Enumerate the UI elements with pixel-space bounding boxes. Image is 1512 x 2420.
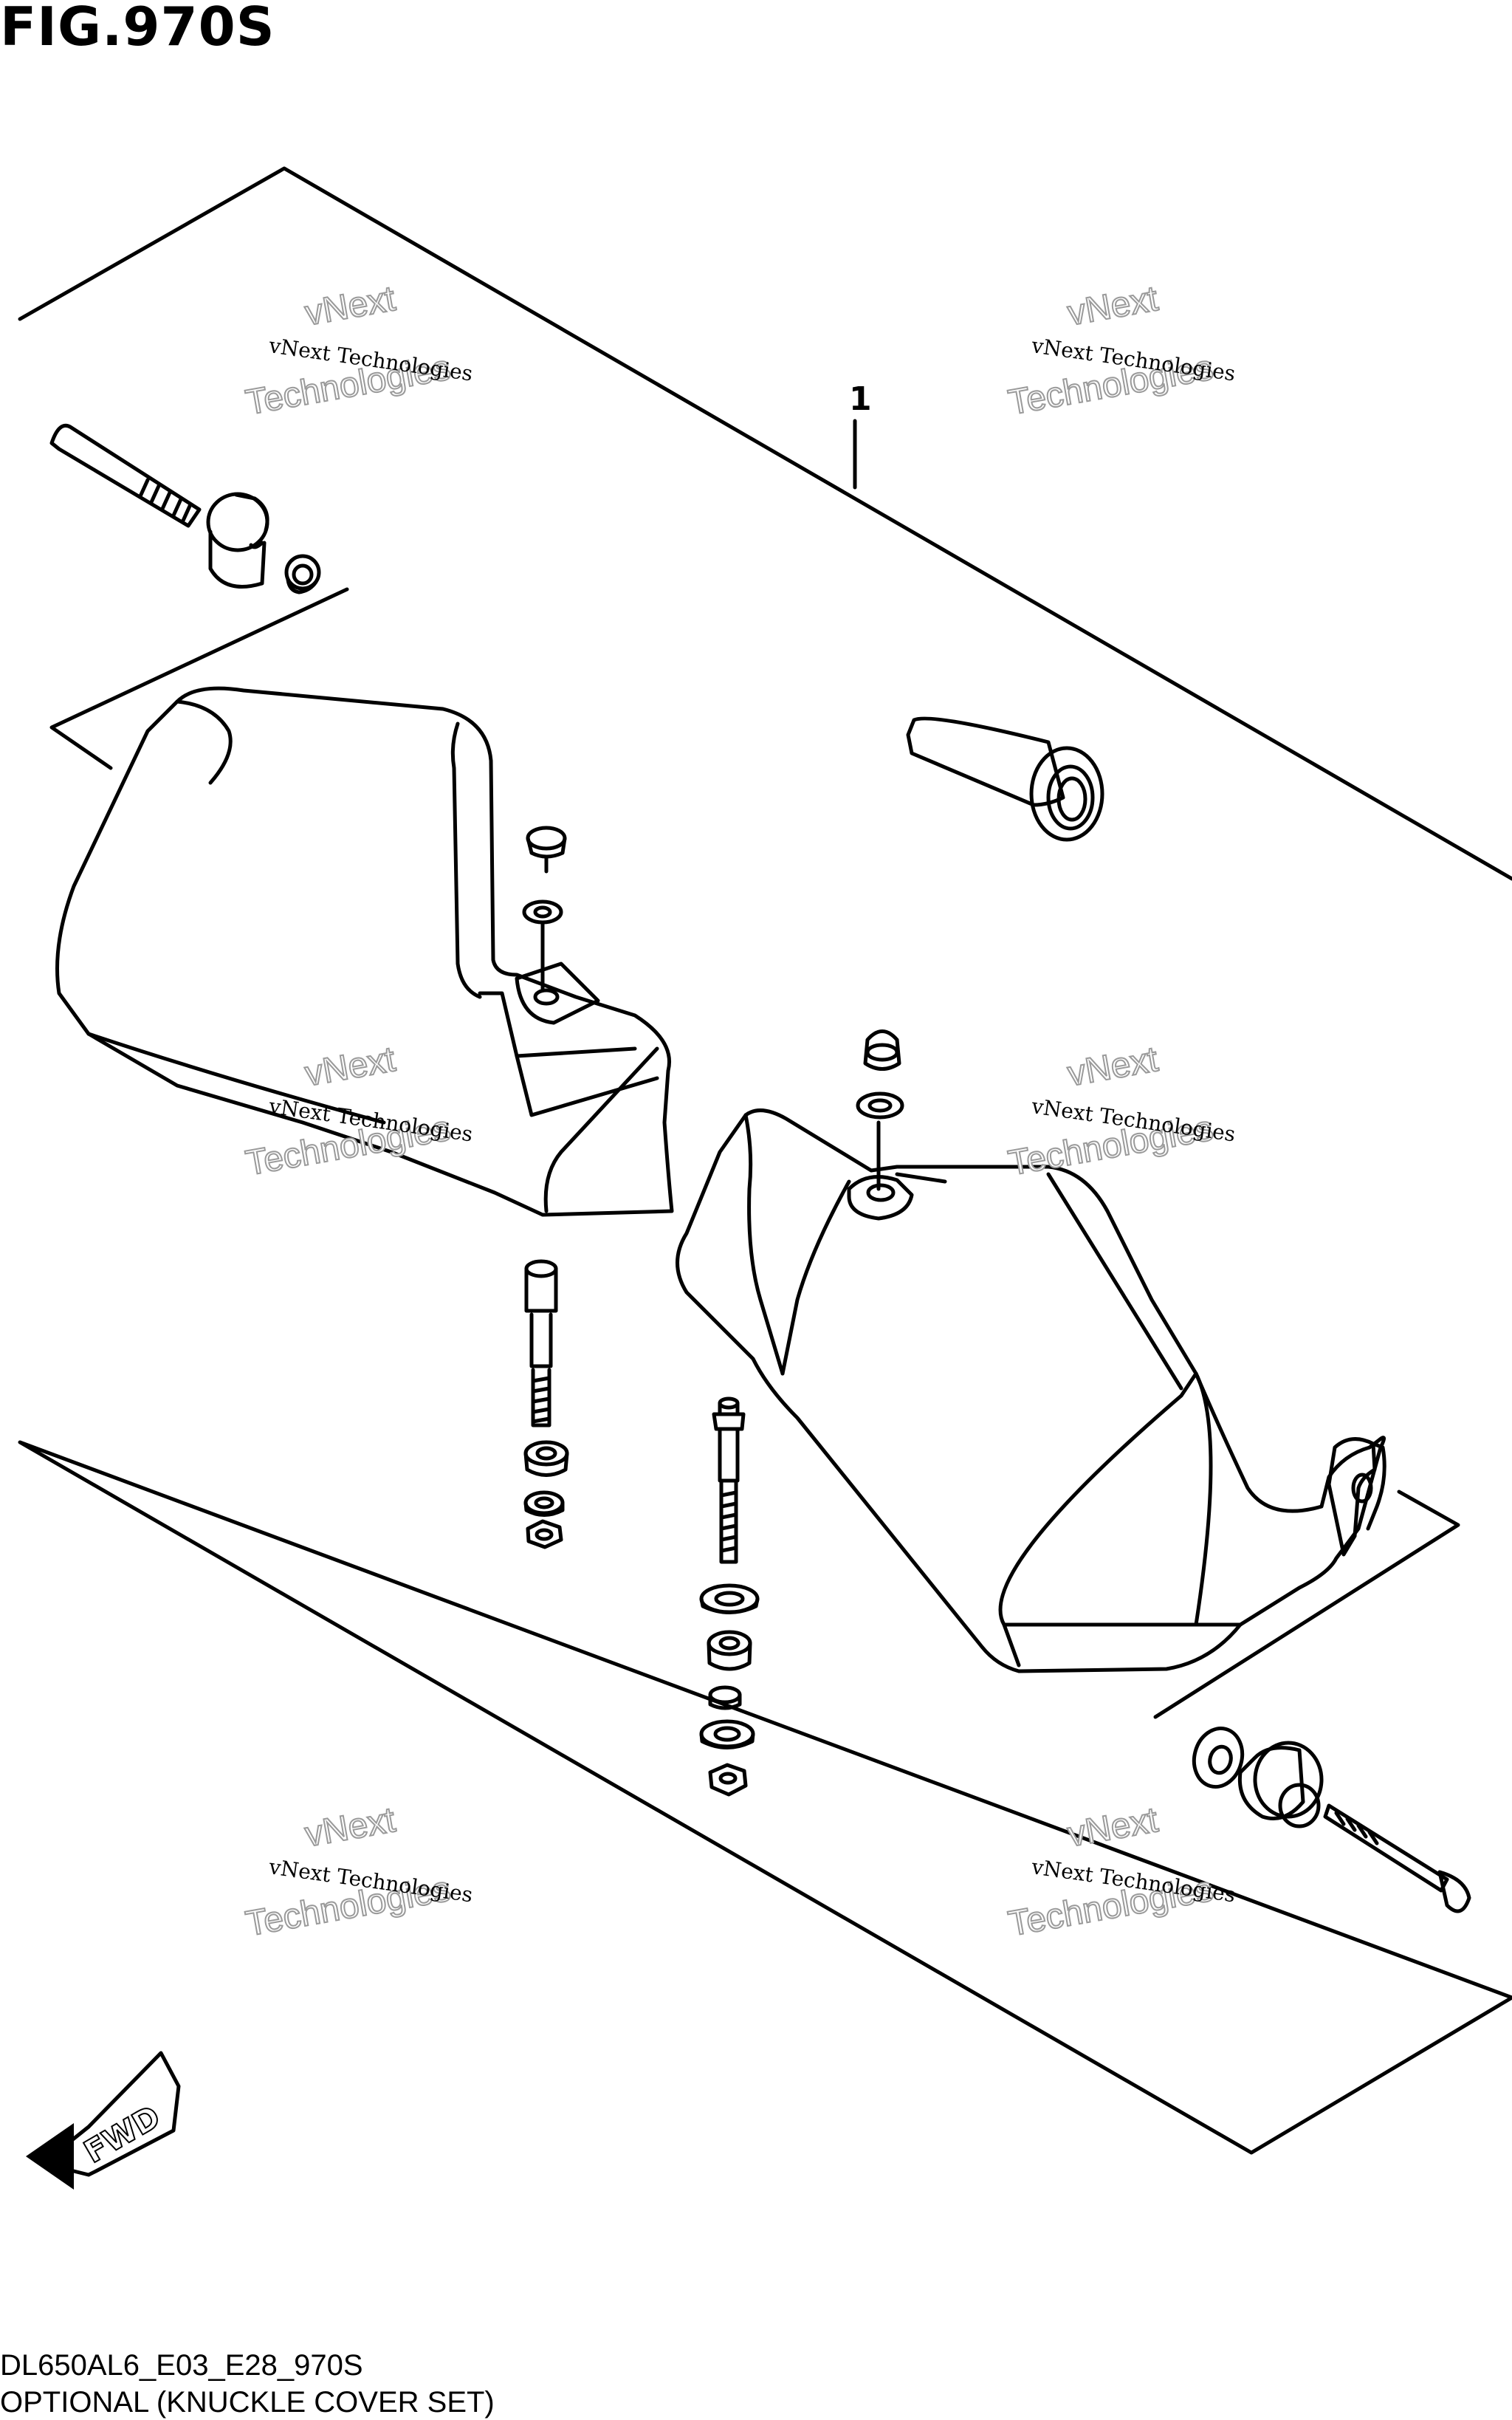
right-weight [1237, 1741, 1324, 1828]
left-bolt [49, 423, 202, 528]
left-weight-washer [284, 554, 321, 594]
right-cap-nut [863, 1029, 901, 1071]
watermark-ghost-line-1: vNext [1065, 1800, 1161, 1855]
left-lower-nut [526, 1519, 563, 1549]
right-assembly-guide [1153, 1490, 1460, 1719]
watermark-top-right: vNext Technologies vNext Technologies [1005, 278, 1237, 423]
diagram-name: OPTIONAL (KNUCKLE COVER SET) [0, 2386, 495, 2419]
figure-title: FIG.970S [0, 0, 275, 58]
set-boundary [18, 166, 1512, 2155]
grip-end-plug [906, 716, 1104, 842]
fwd-arrow-outline [57, 2051, 181, 2177]
left-lower-washer [523, 1490, 565, 1517]
diagram-code: DL650AL6_E03_E28_970S [0, 2349, 363, 2382]
left-upper-screw [526, 826, 567, 874]
right-lower-collar [707, 1630, 752, 1671]
left-assembly-guide [49, 587, 349, 770]
callout-1-label: 1 [849, 380, 872, 418]
right-lower-washer-3 [699, 1719, 755, 1749]
right-long-bolt [712, 1396, 746, 1564]
watermark-mid-left: vNext Technologies vNext Technologies [242, 1039, 474, 1184]
watermark-ghost-line-1: vNext [302, 1800, 398, 1855]
left-lower-collar [523, 1440, 569, 1477]
right-knuckle-cover [676, 1108, 1386, 1673]
right-bolt [1323, 1803, 1471, 1913]
left-knuckle-cover [55, 686, 674, 1217]
watermark-ghost-line-1: vNext [302, 1040, 398, 1094]
watermark-bottom-right: vNext Technologies vNext Technologies [1005, 1800, 1237, 1944]
watermark-top-left: vNext Technologies vNext Technologies [242, 278, 474, 423]
left-lower-bolt [524, 1259, 558, 1427]
left-mount-boss [515, 962, 600, 1025]
watermark-mid-right: vNext Technologies vNext Technologies [1005, 1039, 1237, 1184]
right-weight-washer [1192, 1726, 1245, 1789]
right-lower-nut [708, 1763, 748, 1797]
right-lower-washer-2 [708, 1685, 742, 1710]
left-weight [206, 492, 269, 589]
left-upper-washer [522, 899, 563, 992]
right-lower-washer-1 [699, 1583, 760, 1614]
right-mount-boss [847, 1175, 914, 1221]
watermark-ghost-line-1: vNext [1065, 279, 1161, 334]
watermark-bottom-left: vNext Technologies vNext Technologies [242, 1800, 474, 1944]
right-cover-bracket [1327, 1437, 1386, 1557]
watermark-ghost-line-1: vNext [1065, 1040, 1161, 1094]
watermark-ghost-line-1: vNext [302, 279, 398, 334]
